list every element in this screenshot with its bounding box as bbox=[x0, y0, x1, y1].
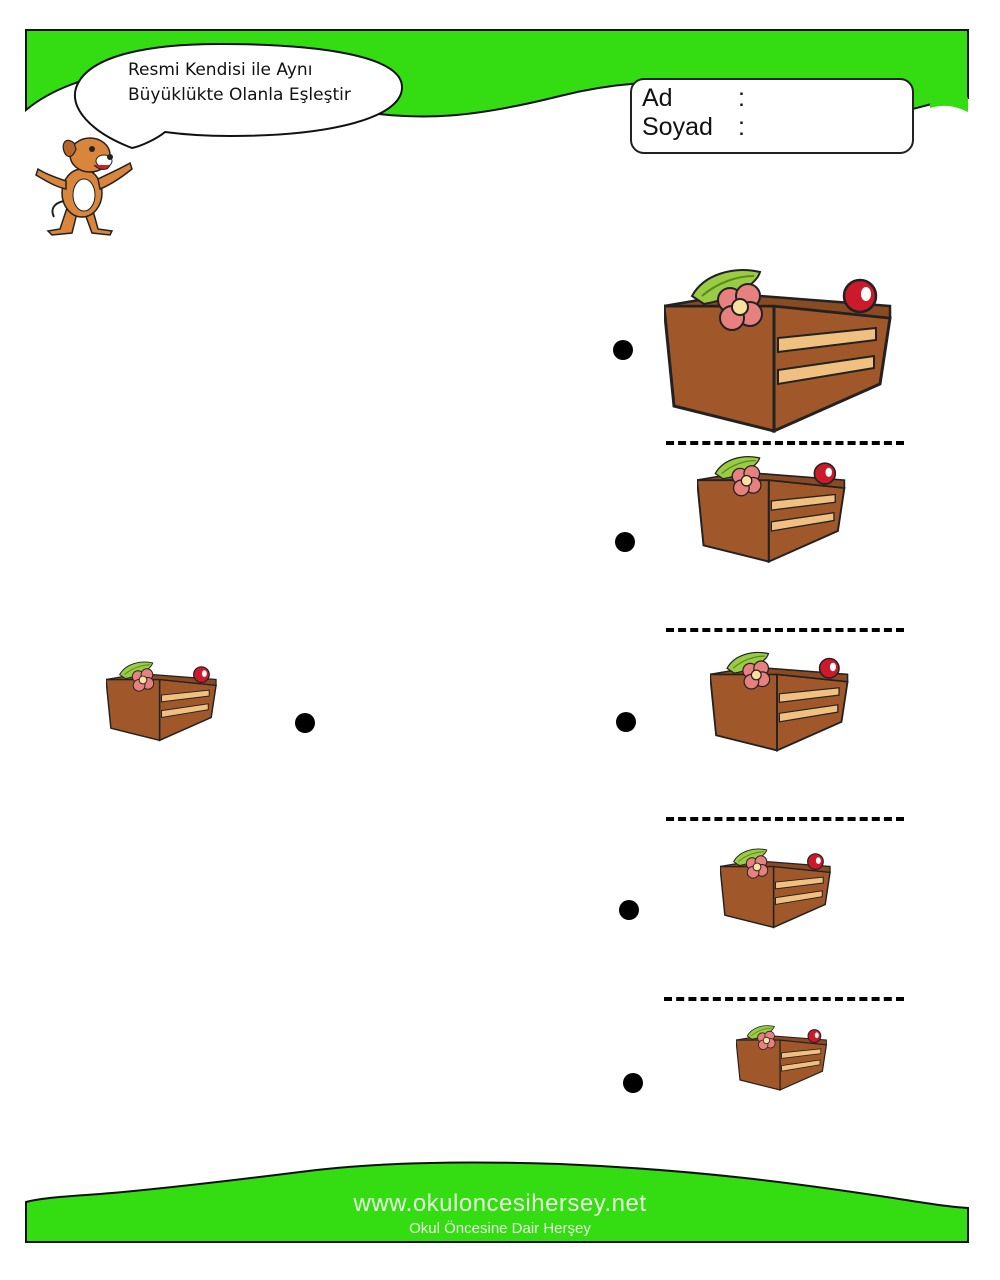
soyad-row: Soyad : bbox=[642, 113, 745, 142]
dog-mascot-icon bbox=[35, 137, 133, 236]
ad-row: Ad : bbox=[642, 84, 745, 113]
cake-choice-5-icon bbox=[736, 1025, 828, 1091]
divider-3 bbox=[666, 817, 904, 821]
soyad-label: Soyad bbox=[642, 113, 713, 141]
choice-5-dot[interactable] bbox=[623, 1073, 643, 1093]
choice-3-dot[interactable] bbox=[616, 712, 636, 732]
cake-choice-2-icon bbox=[697, 455, 846, 563]
divider-1 bbox=[666, 441, 904, 445]
student-name-box: Ad : Soyad : bbox=[630, 78, 914, 154]
divider-4 bbox=[664, 997, 904, 1001]
reference-cake-icon bbox=[106, 661, 217, 742]
choice-1-dot[interactable] bbox=[613, 340, 633, 360]
cake-choice-1-icon bbox=[664, 268, 892, 433]
choice-2-dot[interactable] bbox=[615, 532, 635, 552]
instruction-line-2: Büyüklükte Olanla Eşleştir bbox=[128, 85, 351, 105]
ad-label: Ad bbox=[642, 84, 673, 112]
reference-match-dot[interactable] bbox=[295, 713, 315, 733]
choice-4-dot[interactable] bbox=[619, 900, 639, 920]
divider-2 bbox=[666, 628, 904, 632]
cake-choice-4-icon bbox=[720, 848, 831, 929]
footer-band bbox=[25, 1161, 969, 1243]
footer-website-url: www.okuloncesihersey.net bbox=[353, 1190, 647, 1217]
ad-colon: : bbox=[738, 84, 745, 112]
instruction-text: Resmi Kendisi ile Aynı Büyüklükte Olanla… bbox=[128, 58, 388, 108]
cake-choice-3-icon bbox=[710, 651, 849, 752]
speech-bubble-icon bbox=[73, 42, 404, 150]
soyad-colon: : bbox=[738, 113, 745, 141]
footer-tagline: Okul Öncesine Dair Herşey bbox=[409, 1220, 591, 1237]
instruction-line-1: Resmi Kendisi ile Aynı bbox=[128, 60, 313, 80]
